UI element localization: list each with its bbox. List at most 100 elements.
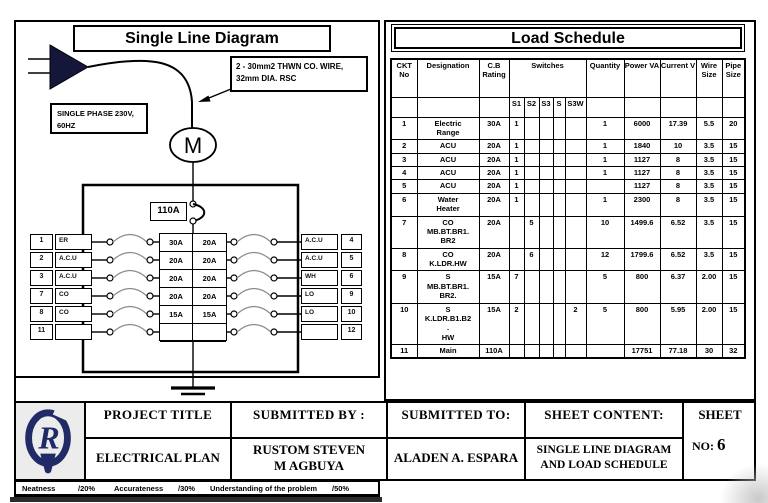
ls-cell-designation: S MB.BT.BR1. BR2.: [416, 270, 480, 304]
left-circuit-label: A.C.U: [55, 252, 92, 268]
ls-cell-wire: 3.5: [695, 192, 723, 217]
ls-cell-s3w: [564, 192, 587, 217]
border-connector: [14, 378, 16, 403]
ls-cell-s: [552, 192, 566, 217]
submitted-by-label: SUBMITTED BY :: [232, 403, 386, 439]
logo-pedestal: [40, 453, 56, 474]
ls-cell-designation: CO MB.BT.BR1. BR2: [416, 215, 480, 249]
ls-cell-current: 17.39: [659, 116, 697, 141]
breaker-rating-cell: 20A: [193, 252, 226, 270]
ls-cell-s1: 1: [508, 179, 525, 194]
ls-cell-cb: 15A: [478, 302, 510, 345]
ls-cell-pipe: 32: [721, 344, 746, 359]
ls-cell-pipe: 15: [721, 247, 746, 272]
ls-cell-s3: [538, 247, 554, 272]
ls-cell-s1: 1: [508, 165, 525, 181]
ls-cell-s3w: [564, 152, 587, 168]
ls-cell-designation: ACU: [416, 179, 480, 194]
ls-cell-ckt: 7: [390, 215, 418, 249]
breaker-rating-cell: 15A: [160, 306, 193, 324]
grading-score: /50%: [332, 484, 350, 493]
subheader-s2: S2: [523, 96, 540, 118]
ls-cell-s3: [538, 270, 554, 304]
left-circuit-number: 7: [30, 288, 53, 304]
submitted-by-column: SUBMITTED BY : RUSTOM STEVEN M AGBUYA: [230, 403, 386, 479]
diagram-region-frame: [14, 20, 380, 378]
breaker-rating-cell: 20A: [193, 270, 226, 288]
header-cb-rating: C.B Rating: [478, 58, 510, 98]
header-current: Current V: [659, 58, 697, 98]
subheader-s1: S1: [508, 96, 525, 118]
ls-cell-s3w: [564, 179, 587, 194]
ls-cell-power: 2300: [623, 192, 661, 217]
ls-cell-designation: S K.LDR.B1.B2 . HW: [416, 302, 480, 345]
ls-cell-s2: [523, 179, 540, 194]
ls-cell-wire: 3.5: [695, 247, 723, 272]
ls-cell-s1: [508, 215, 525, 249]
left-circuit-label: ER: [55, 234, 92, 250]
ls-cell-designation: Main: [416, 344, 480, 359]
ls-cell-ckt: 2: [390, 139, 418, 154]
ls-cell-wire: 2.00: [695, 302, 723, 345]
subheader-empty: [390, 96, 418, 118]
ls-cell-s1: 1: [508, 139, 525, 154]
ls-cell-s: [552, 215, 566, 249]
ls-cell-s2: [523, 192, 540, 217]
ls-cell-s: [552, 179, 566, 194]
ls-cell-cb: 20A: [478, 192, 510, 217]
grading-score: /20%: [78, 484, 96, 493]
ls-cell-designation: ACU: [416, 139, 480, 154]
ls-cell-power: 1840: [623, 139, 661, 154]
ls-cell-qty: 10: [585, 215, 625, 249]
branch-circuit-wires: [92, 233, 301, 336]
ls-cell-current: 8: [659, 192, 697, 217]
ls-cell-s1: 7: [508, 270, 525, 304]
title-block: R PROJECT TITLE ELECTRICAL PLAN SUBMITTE…: [14, 401, 756, 481]
ls-cell-ckt: 5: [390, 179, 418, 194]
header-designation: Designation: [416, 58, 480, 98]
main-breaker-rating: 110A: [150, 202, 187, 221]
left-circuit-number: 1: [30, 234, 53, 250]
submitted-to-label: SUBMITTED TO:: [388, 403, 524, 439]
ls-cell-designation: ACU: [416, 165, 480, 181]
ls-cell-s3w: [564, 139, 587, 154]
ls-cell-s1: [508, 247, 525, 272]
ls-cell-power: 1127: [623, 165, 661, 181]
ls-cell-cb: 110A: [478, 344, 510, 359]
ls-cell-designation: ACU: [416, 152, 480, 168]
right-circuit-number: 5: [341, 252, 362, 268]
ls-cell-pipe: 15: [721, 152, 746, 168]
ls-cell-current: 6.52: [659, 247, 697, 272]
right-circuit-label: A.C.U: [301, 252, 338, 268]
left-circuit-number: 3: [30, 270, 53, 286]
ls-cell-s3w: [564, 247, 587, 272]
ls-cell-s: [552, 116, 566, 141]
subheader-empty: [721, 96, 746, 118]
header-ckt: CKT No: [390, 58, 418, 98]
ls-cell-pipe: 15: [721, 192, 746, 217]
ls-cell-qty: 5: [585, 302, 625, 345]
breaker-rating-cell: 20A: [160, 270, 193, 288]
phase-note-line1: SINGLE PHASE 230V,: [57, 109, 134, 118]
ls-cell-s3w: 2: [564, 302, 587, 345]
ls-cell-qty: 12: [585, 247, 625, 272]
ls-cell-pipe: 15: [721, 179, 746, 194]
load-schedule-title: Load Schedule: [394, 27, 742, 49]
ls-cell-current: 5.95: [659, 302, 697, 345]
header-wire-size: Wire Size: [695, 58, 723, 98]
ls-cell-s2: [523, 344, 540, 359]
wire-spec-line1: 2 - 30mm2 THWN CO. WIRE,: [236, 62, 344, 71]
ls-cell-current: 6.37: [659, 270, 697, 304]
left-circuit-label: CO: [55, 288, 92, 304]
ls-cell-power: 1499.6: [623, 215, 661, 249]
ls-cell-pipe: 15: [721, 165, 746, 181]
ls-cell-s2: 6: [523, 247, 540, 272]
ls-cell-cb: 20A: [478, 165, 510, 181]
